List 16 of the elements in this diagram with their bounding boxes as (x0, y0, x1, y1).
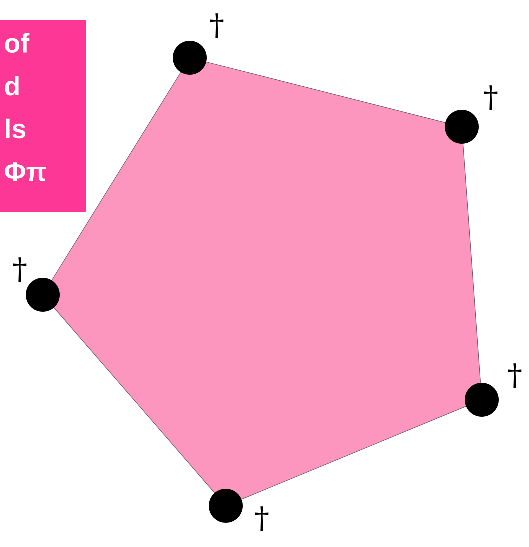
polygon-side (52, 72, 182, 281)
dagger-symbol: † (255, 506, 269, 532)
polygon-side (54, 308, 216, 494)
polygon-side (206, 62, 446, 124)
text-box: of d ls Φπ (0, 20, 86, 212)
dagger-symbol: † (484, 86, 498, 110)
polygon-side (242, 406, 466, 500)
vertex-dot (465, 383, 499, 417)
vertex-dot (26, 278, 60, 312)
dagger-symbol: † (13, 258, 27, 282)
vertex-dot (445, 110, 479, 144)
vertex-dot (173, 41, 207, 75)
polygon-side (462, 144, 482, 384)
dagger-symbol: † (508, 364, 522, 388)
vertex-dot (209, 489, 243, 523)
dagger-symbol: † (210, 14, 224, 38)
